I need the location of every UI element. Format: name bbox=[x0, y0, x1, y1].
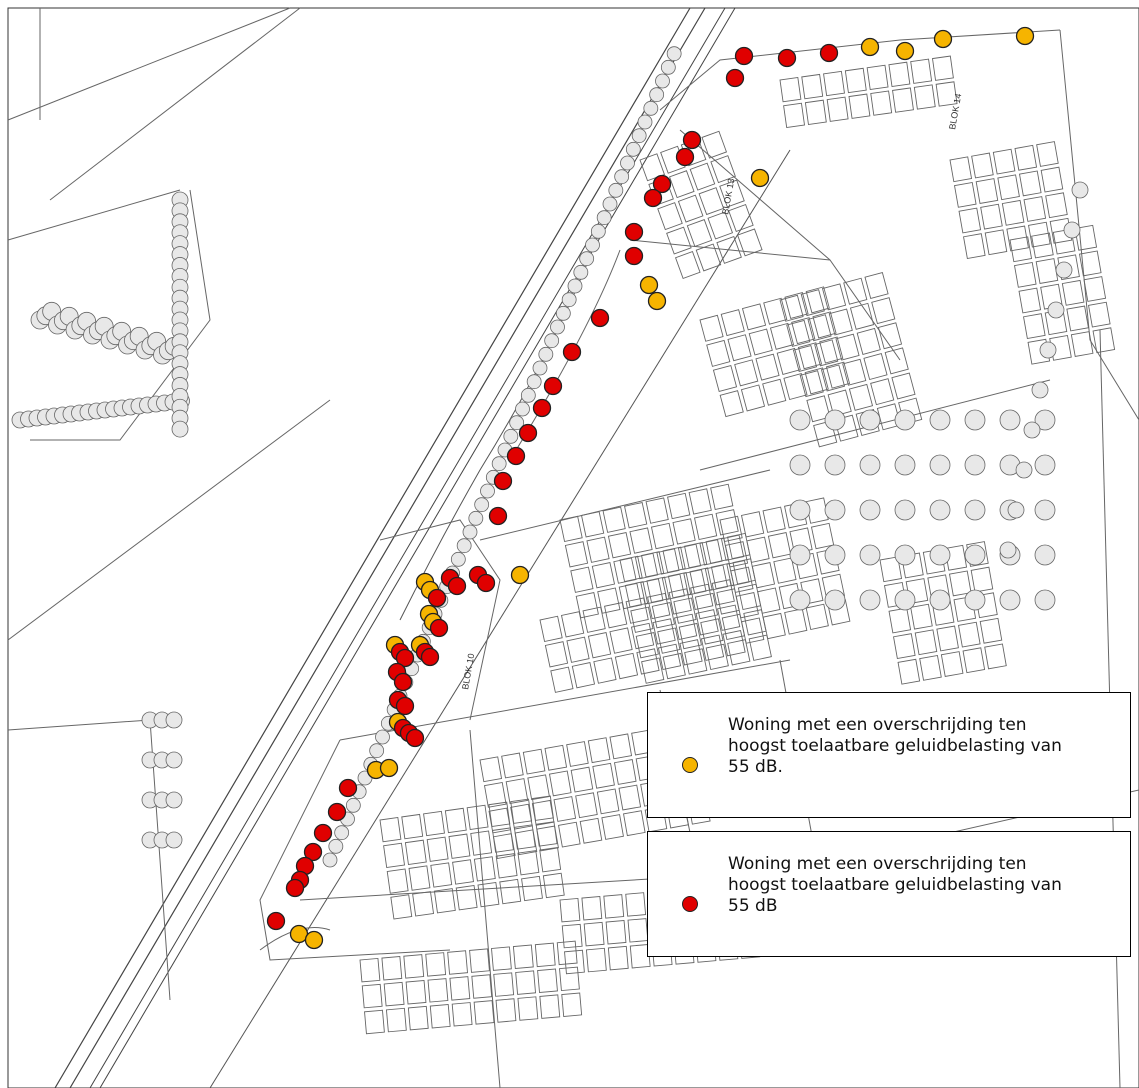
red-house-marker[interactable] bbox=[734, 46, 754, 66]
legend-red-marker-icon bbox=[682, 896, 698, 912]
red-house-marker[interactable] bbox=[303, 842, 323, 862]
red-house-marker[interactable] bbox=[488, 506, 508, 526]
yellow-house-marker[interactable] bbox=[895, 41, 915, 61]
red-house-marker[interactable] bbox=[493, 471, 513, 491]
red-house-marker[interactable] bbox=[395, 696, 415, 716]
yellow-house-marker[interactable] bbox=[1015, 26, 1035, 46]
legend-box-yellow: Woning met een overschrijding ten hoogst… bbox=[647, 692, 1131, 818]
red-house-marker[interactable] bbox=[643, 188, 663, 208]
yellow-house-marker[interactable] bbox=[379, 758, 399, 778]
red-house-marker[interactable] bbox=[429, 618, 449, 638]
red-house-marker[interactable] bbox=[652, 174, 672, 194]
red-house-marker[interactable] bbox=[624, 222, 644, 242]
yellow-house-marker[interactable] bbox=[304, 930, 324, 950]
red-house-marker[interactable] bbox=[624, 246, 644, 266]
yellow-house-marker[interactable] bbox=[860, 37, 880, 57]
map-label-blok-13: BLOK 13 bbox=[720, 178, 736, 216]
red-house-marker[interactable] bbox=[725, 68, 745, 88]
red-house-marker[interactable] bbox=[590, 308, 610, 328]
red-house-marker[interactable] bbox=[327, 802, 347, 822]
yellow-house-marker[interactable] bbox=[639, 275, 659, 295]
legend-yellow-marker-icon bbox=[682, 757, 698, 773]
red-house-marker[interactable] bbox=[562, 342, 582, 362]
yellow-house-marker[interactable] bbox=[750, 168, 770, 188]
red-house-marker[interactable] bbox=[447, 576, 467, 596]
red-house-marker[interactable] bbox=[532, 398, 552, 418]
red-house-marker[interactable] bbox=[338, 778, 358, 798]
red-house-marker[interactable] bbox=[427, 588, 447, 608]
red-house-marker[interactable] bbox=[777, 48, 797, 68]
legend-red-text: Woning met een overschrijding ten hoogst… bbox=[728, 854, 1062, 916]
legend-yellow-text: Woning met een overschrijding ten hoogst… bbox=[728, 715, 1062, 777]
map-label-blok-10: BLOK 10 bbox=[460, 653, 476, 691]
map-label-blok-14: BLOK 14 bbox=[947, 93, 963, 131]
red-house-marker[interactable] bbox=[266, 911, 286, 931]
red-house-marker[interactable] bbox=[393, 672, 413, 692]
red-house-marker[interactable] bbox=[518, 423, 538, 443]
legend-box-red: Woning met een overschrijding ten hoogst… bbox=[647, 831, 1131, 957]
red-house-marker[interactable] bbox=[476, 573, 496, 593]
yellow-house-marker[interactable] bbox=[647, 291, 667, 311]
red-house-marker[interactable] bbox=[675, 147, 695, 167]
red-house-marker[interactable] bbox=[506, 446, 526, 466]
red-house-marker[interactable] bbox=[682, 130, 702, 150]
red-house-marker[interactable] bbox=[420, 647, 440, 667]
red-house-marker[interactable] bbox=[285, 878, 305, 898]
red-house-marker[interactable] bbox=[395, 648, 415, 668]
red-house-marker[interactable] bbox=[405, 728, 425, 748]
red-house-marker[interactable] bbox=[543, 376, 563, 396]
red-house-marker[interactable] bbox=[819, 43, 839, 63]
yellow-house-marker[interactable] bbox=[933, 29, 953, 49]
red-house-marker[interactable] bbox=[313, 823, 333, 843]
yellow-house-marker[interactable] bbox=[510, 565, 530, 585]
